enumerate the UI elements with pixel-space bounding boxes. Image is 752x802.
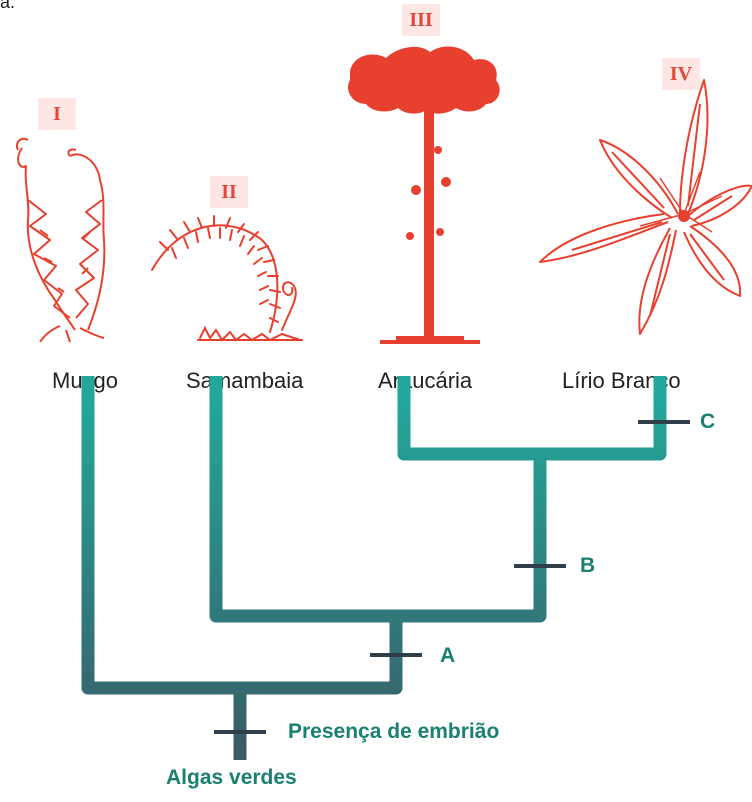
marker-label-b: B [580, 554, 595, 578]
marker-label-a: A [440, 644, 455, 668]
marker-label-embryo: Presença de embrião [288, 720, 499, 744]
branch-musgo [88, 376, 396, 688]
branch-samambaia [216, 376, 540, 616]
root-label: Algas verdes [166, 766, 297, 790]
branch-araucaria-lirio [404, 376, 660, 454]
marker-label-c: C [700, 410, 715, 434]
